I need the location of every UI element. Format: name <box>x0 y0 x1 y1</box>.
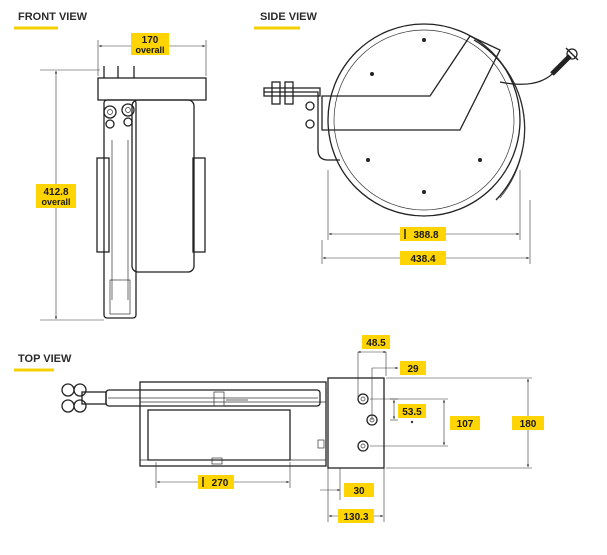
side-view-reel <box>263 23 579 217</box>
dimension-side-drum-value: 388.8 <box>413 230 438 241</box>
dimension-side-overall-value: 438.4 <box>410 254 435 265</box>
dimension-top-48-5: 48.5 <box>357 335 390 398</box>
dimension-front-height-value: 412.8 <box>43 187 68 198</box>
dimension-top-53-5: 53.5 <box>390 398 426 421</box>
dimension-top-180-value: 180 <box>520 419 537 430</box>
dimension-side-overall: 438.4 <box>321 200 531 265</box>
dimension-side-drum: 388.8 <box>327 170 521 241</box>
top-hose-fitting-icon <box>61 383 107 413</box>
dimension-top-53-5-value: 53.5 <box>402 407 422 418</box>
dimension-top-29-value: 29 <box>407 364 419 375</box>
mounting-hole-icon <box>357 393 414 452</box>
dimension-front-height: 412.8 overall <box>36 69 104 321</box>
dimension-front-width-note: overall <box>135 45 164 55</box>
front-hose-fitting-icon <box>103 103 135 129</box>
dimension-top-48-5-value: 48.5 <box>366 338 386 349</box>
front-view-title: FRONT VIEW <box>18 11 88 23</box>
top-view-title: TOP VIEW <box>18 353 72 365</box>
dimension-top-270: 270 <box>155 462 291 489</box>
side-view-title: SIDE VIEW <box>260 11 317 23</box>
dimension-front-height-note: overall <box>41 197 70 207</box>
dimension-top-180: 180 <box>386 377 544 469</box>
dimension-top-107: 107 <box>370 398 480 447</box>
dimension-front-width-value: 170 <box>142 35 159 46</box>
dimension-top-130-3-value: 130.3 <box>343 512 368 523</box>
front-view-reel <box>96 66 207 319</box>
dimension-top-29: 29 <box>371 361 426 420</box>
dimension-top-130-3: 130.3 <box>328 468 385 523</box>
dimension-top-30: 30 <box>320 468 374 522</box>
dimension-front-width: 170 overall <box>97 33 207 76</box>
top-view-reel <box>61 377 414 469</box>
front-view: FRONT VIEW <box>14 11 207 321</box>
side-view: SIDE VIEW <box>254 11 579 265</box>
dimension-top-107-value: 107 <box>457 419 474 430</box>
dimension-top-30-value: 30 <box>353 486 365 497</box>
side-nozzle-icon <box>550 47 579 76</box>
side-fitting-icon <box>271 81 315 129</box>
dimension-top-270-value: 270 <box>212 478 229 489</box>
top-view: TOP VIEW <box>14 335 544 523</box>
